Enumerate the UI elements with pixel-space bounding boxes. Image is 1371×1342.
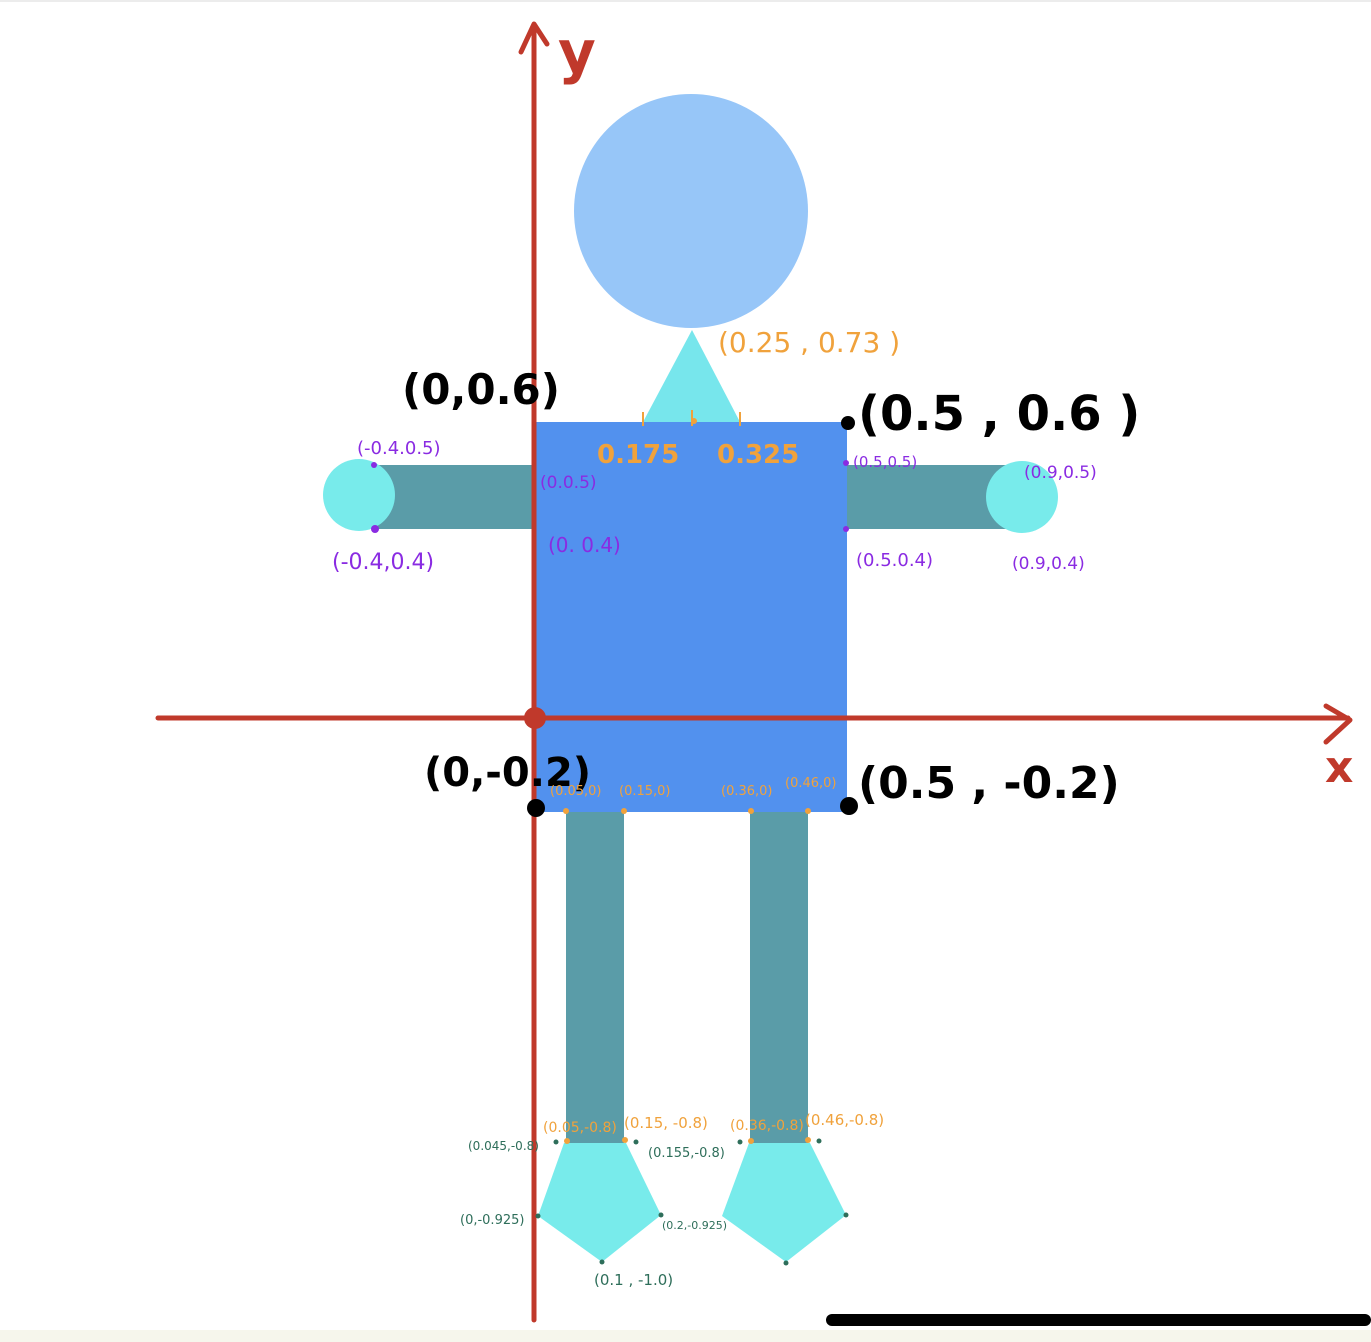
torso-rectangle bbox=[536, 422, 847, 812]
label-right-leg-bottom-left: (0.36,-0.8) bbox=[730, 1118, 804, 1134]
label-right-arm-inner-top: (0.5,0.5) bbox=[853, 453, 917, 471]
right-hand bbox=[986, 461, 1058, 533]
left-foot-top-right-dot bbox=[633, 1139, 639, 1145]
head-circle bbox=[574, 94, 808, 328]
right-leg bbox=[750, 808, 808, 1143]
label-right-leg-top-left: (0.36,0) bbox=[721, 784, 773, 799]
right-foot-bottom-dot bbox=[783, 1260, 789, 1266]
left-foot-right-dot bbox=[658, 1212, 664, 1218]
right-leg-bottom-right-dot bbox=[805, 1137, 811, 1143]
label-left-foot-bottom: (0.1 , -1.0) bbox=[594, 1271, 673, 1289]
left-arm-outer-bottom-dot bbox=[371, 525, 379, 533]
label-left-leg-bottom-right: (0.15, -0.8) bbox=[624, 1114, 708, 1132]
y-axis-arrow bbox=[518, 21, 550, 55]
label-right-arm-outer-top: (0.9,0.5) bbox=[1024, 463, 1097, 483]
right-arm-inner-bottom-dot bbox=[843, 526, 849, 532]
label-left-leg-bottom-left: (0.05,-0.8) bbox=[543, 1120, 617, 1136]
label-neck-apex: (0.25 , 0.73 ) bbox=[718, 326, 900, 359]
left-leg-bottom-right-dot bbox=[622, 1137, 628, 1143]
label-left-foot-top-left: (0.045,-0.8) bbox=[468, 1139, 539, 1153]
left-foot-top-left-dot bbox=[553, 1139, 559, 1145]
label-neck-base-right: 0.325 bbox=[717, 440, 799, 470]
label-left-leg-top-left: (0.05,0) bbox=[550, 784, 602, 799]
origin-dot bbox=[524, 707, 546, 729]
right-foot bbox=[722, 1143, 846, 1262]
left-arm-outer-top-dot bbox=[371, 462, 377, 468]
x-axis-arrow bbox=[1323, 703, 1353, 745]
label-neck-base-left: 0.175 bbox=[597, 440, 679, 470]
label-torso-top-left: (0,0.6) bbox=[402, 365, 560, 414]
left-foot-bottom-dot bbox=[599, 1259, 605, 1265]
label-left-foot-left: (0,-0.925) bbox=[460, 1213, 524, 1228]
left-leg bbox=[566, 808, 624, 1143]
left-leg-bottom-left-dot bbox=[564, 1138, 570, 1144]
right-leg-top-left-dot bbox=[748, 808, 754, 814]
right-leg-bottom-left-dot bbox=[748, 1138, 754, 1144]
y-axis-label: y bbox=[558, 18, 596, 86]
label-right-leg-bottom-right: (0.46,-0.8) bbox=[805, 1111, 884, 1129]
label-torso-bottom-left: (0,-0.2) bbox=[424, 750, 591, 796]
label-left-arm-outer-bottom: (-0.4,0.4) bbox=[332, 550, 434, 575]
home-indicator-bar bbox=[826, 1314, 1371, 1326]
label-left-leg-top-right: (0.15,0) bbox=[619, 784, 671, 799]
left-leg-top-right-dot bbox=[621, 808, 627, 814]
bottom-strip bbox=[0, 1330, 1371, 1342]
torso-bottom-left-dot bbox=[527, 799, 545, 817]
x-axis-label: x bbox=[1325, 742, 1353, 793]
left-foot bbox=[538, 1143, 661, 1262]
label-left-arm-outer-top: (-0.4.0.5) bbox=[357, 438, 441, 459]
left-hand bbox=[323, 459, 395, 531]
label-left-arm-inner-bottom: (0. 0.4) bbox=[548, 533, 621, 557]
label-left-foot-right: (0.2,-0.925) bbox=[662, 1219, 727, 1232]
label-torso-top-right: (0.5 , 0.6 ) bbox=[858, 386, 1140, 442]
right-foot-top-right-dot bbox=[816, 1138, 822, 1144]
torso-bottom-right-dot bbox=[840, 797, 858, 815]
right-arm-inner-top-dot bbox=[843, 460, 849, 466]
label-left-arm-inner-top: (0.0.5) bbox=[540, 473, 597, 493]
right-foot-right-dot bbox=[843, 1212, 849, 1218]
torso-top-right-dot bbox=[841, 416, 855, 430]
label-right-leg-top-right: (0.46,0) bbox=[785, 776, 837, 791]
label-right-arm-inner-bottom: (0.5.0.4) bbox=[856, 550, 933, 571]
label-right-arm-outer-bottom: (0.9,0.4) bbox=[1012, 554, 1085, 574]
right-foot-top-left-dot bbox=[737, 1139, 743, 1145]
neck-triangle bbox=[643, 330, 740, 422]
left-leg-top-left-dot bbox=[563, 808, 569, 814]
label-torso-bottom-right: (0.5 , -0.2) bbox=[858, 758, 1120, 809]
label-left-foot-top-right: (0.155,-0.8) bbox=[648, 1146, 725, 1161]
left-foot-left-dot bbox=[535, 1213, 541, 1219]
right-leg-top-right-dot bbox=[805, 808, 811, 814]
